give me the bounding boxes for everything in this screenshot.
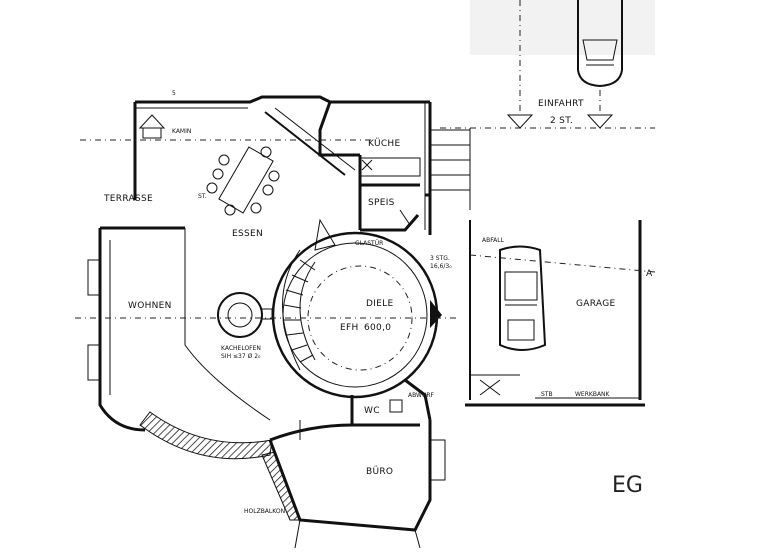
outer-stairs <box>430 128 471 210</box>
driveway-lines <box>440 0 655 129</box>
label-kachelofen-sub: SIH ≤37 Ø 2₀ <box>221 353 261 360</box>
label-einfahrt: EINFAHRT <box>538 99 584 109</box>
label-kachelofen: KACHELOFEN <box>221 345 261 352</box>
living-room-lines <box>75 139 460 421</box>
label-kueche: KÜCHE <box>368 138 401 149</box>
parked-car-top-icon <box>577 0 623 88</box>
label-abfall: ABFALL <box>482 237 505 244</box>
round-hall <box>271 231 442 399</box>
label-buero: BÜRO <box>366 466 393 477</box>
label-axis-a: A <box>646 269 653 279</box>
label-garage: GARAGE <box>576 299 615 309</box>
garage-walls <box>465 220 656 407</box>
kitchen-walls <box>264 101 426 230</box>
label-kamin: KAMIN <box>172 128 191 135</box>
fireplace-symbol <box>138 114 166 139</box>
label-terrasse: TERRASSE <box>103 194 153 204</box>
tiled-stove <box>217 292 273 338</box>
label-efh-value: 600,0 <box>364 323 391 333</box>
pantry-walls <box>360 209 420 232</box>
label-diele: DIELE <box>366 299 393 309</box>
wc-office-walls <box>269 378 446 549</box>
parked-car-garage-icon <box>499 245 547 351</box>
label-abwurf: ABWURF <box>408 392 435 399</box>
label-holzbalkon: HOLZBALKON <box>244 508 285 515</box>
dining-table <box>206 146 280 216</box>
label-st: ST. <box>198 193 207 200</box>
label-floor-eg: EG <box>612 473 643 498</box>
label-speis: SPEIS <box>368 198 395 208</box>
label-efh: EFH <box>340 323 359 333</box>
label-stufen: 3 STG. <box>430 255 450 262</box>
label-wc: WC <box>364 406 380 416</box>
label-einfahrt-sub: 2 ST. <box>550 116 573 126</box>
label-essen: ESSEN <box>232 229 263 239</box>
paper-shadow-top <box>470 0 655 55</box>
label-wohnen: WOHNEN <box>128 301 172 311</box>
label-num-5: 5 <box>172 90 176 97</box>
label-stufen-sub: 16,6/3₀ <box>430 263 452 270</box>
spiral-stairs <box>282 218 336 371</box>
label-glastuer: GLASTÜR <box>355 240 383 247</box>
label-werkbank: WERKBANK <box>575 391 611 398</box>
label-werkbank-prefix: STB <box>541 391 553 398</box>
